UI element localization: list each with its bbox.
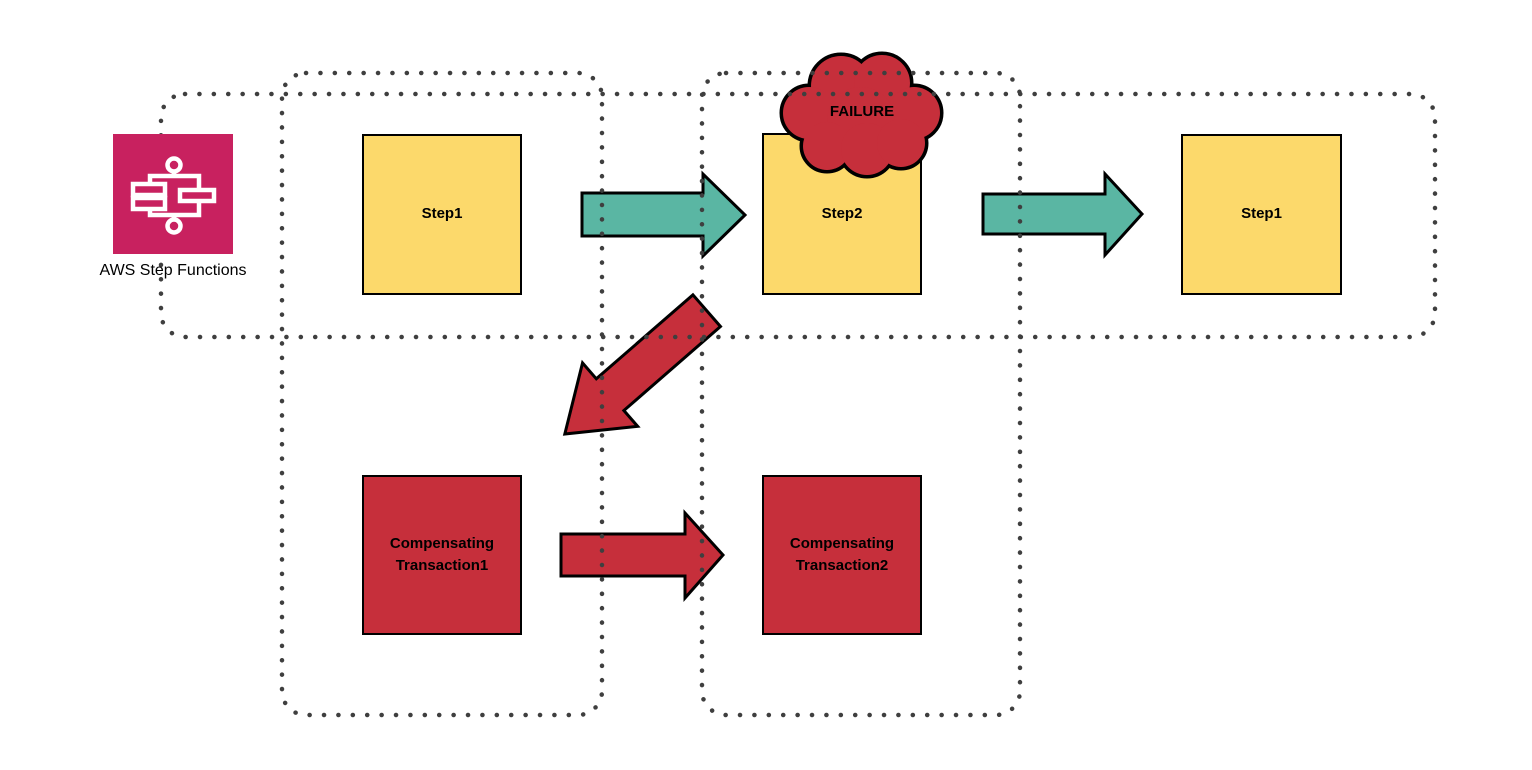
- step1-retry-label: Step1: [1241, 205, 1282, 223]
- compensating-transaction1-label: Compensating Transaction1: [389, 534, 495, 575]
- arrow-comp1-to-comp2: [559, 509, 726, 602]
- arrow-step2-to-step1: [981, 170, 1145, 259]
- step1-node: Step1: [362, 134, 522, 295]
- compensating-transaction2-label: Compensating Transaction2: [789, 534, 895, 575]
- step1-label: Step1: [421, 205, 463, 223]
- aws-step-functions-icon: [113, 134, 233, 254]
- compensating-transaction2-node: Compensating Transaction2: [762, 475, 922, 635]
- arrow-failure-to-compensation: [562, 292, 723, 436]
- step2-node: Step2: [762, 133, 922, 295]
- step2-label: Step2: [821, 204, 863, 222]
- arrow-step1-to-step2: [580, 170, 748, 260]
- failure-cloud-label: FAILURE: [829, 103, 895, 120]
- compensating-transaction1-node: Compensating Transaction1: [362, 475, 522, 635]
- step1-retry-node: Step1: [1181, 134, 1342, 295]
- aws-step-functions-label: AWS Step Functions: [99, 262, 247, 279]
